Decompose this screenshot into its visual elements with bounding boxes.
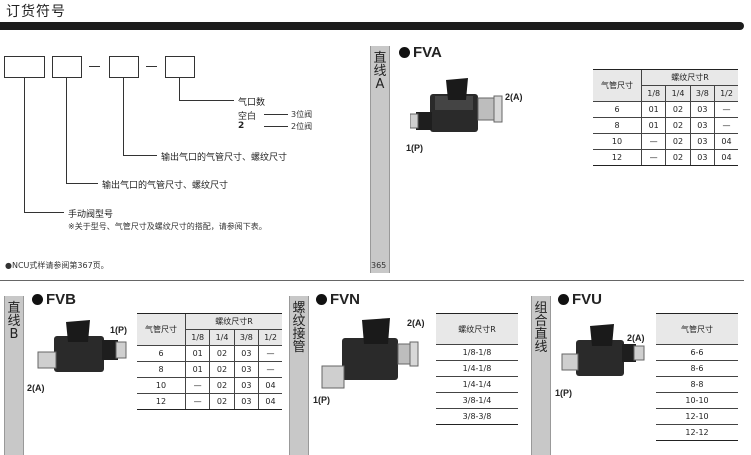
fvb-valve-image — [37, 320, 127, 372]
tab-straight-a: 直 线 A — [370, 46, 390, 273]
table-row: 12-12 — [656, 424, 738, 441]
fvn-title: FVN — [316, 291, 360, 308]
table-row: 10-10 — [656, 392, 738, 409]
label-out-port-2: 输出气口的气管尺寸、螺纹尺寸 — [161, 153, 288, 163]
tab-threaded-fitting: 螺 纹 接 管 — [289, 296, 309, 455]
bullet-icon — [558, 294, 569, 305]
label-ports: 气口数 — [238, 98, 266, 108]
code-box-out1 — [52, 56, 82, 78]
table-row: 1/8-1/8 — [436, 344, 518, 361]
tab-combined-straight: 组 合 直 线 — [531, 296, 551, 455]
fvn-port-2a: 2(A) — [407, 318, 425, 328]
fvu-port-1p: 1(P) — [555, 388, 573, 398]
page-number: 365 — [371, 261, 387, 270]
code-box-out2 — [109, 56, 139, 78]
page-title: 订货符号 — [6, 4, 66, 20]
bullet-icon — [316, 294, 327, 305]
table-row: 12-10 — [656, 408, 738, 425]
tab-straight-b: 直 线 B — [4, 296, 24, 455]
title-bar — [0, 22, 744, 30]
label-out-port-1: 输出气口的气管尺寸、螺纹尺寸 — [102, 181, 229, 191]
fva-port-1p: 1(P) — [406, 143, 424, 153]
table-row: 1/4-1/4 — [436, 376, 518, 393]
label-three-position: 3位阀 — [291, 110, 313, 119]
fvb-port-2a: 2(A) — [27, 383, 45, 393]
diagram-note: ※关于型号、气管尺寸及螺纹尺寸的搭配，请参阅下表。 — [68, 222, 267, 231]
fvb-title: FVB — [32, 291, 76, 308]
fvb-port-1p: 1(P) — [110, 325, 128, 335]
table-row: 8-8 — [656, 376, 738, 393]
label-valve-model: 手动阀型号 — [68, 210, 114, 220]
fva-title: FVA — [399, 44, 442, 61]
code-box-model — [4, 56, 45, 78]
bullet-icon — [399, 47, 410, 58]
code-box-ports — [165, 56, 195, 78]
code-dash-1 — [89, 66, 100, 67]
section-divider — [0, 280, 744, 281]
table-row: 6-6 — [656, 344, 738, 361]
bullet-icon — [32, 294, 43, 305]
fva-valve-image — [410, 78, 503, 132]
fvn-valve-image — [321, 318, 419, 389]
table-row: 1/4-1/8 — [436, 360, 518, 377]
fvu-port-2a: 2(A) — [627, 333, 645, 343]
label-two-key: 2 — [238, 121, 245, 131]
fvu-tube-table: 气管尺寸 6-6 8-6 8-8 10-10 12-10 12-12 — [656, 313, 738, 441]
code-dash-2 — [146, 66, 157, 67]
label-two-position: 2位阀 — [291, 122, 313, 131]
table-row: 3/8-3/8 — [436, 408, 518, 425]
fvu-valve-image — [561, 324, 645, 376]
fvn-port-1p: 1(P) — [313, 395, 331, 405]
fvn-thread-table: 螺纹尺寸R 1/8-1/8 1/4-1/8 1/4-1/4 3/8-1/4 3/… — [436, 313, 518, 425]
fvu-title: FVU — [558, 291, 602, 308]
fva-port-2a: 2(A) — [505, 92, 523, 102]
table-row: 8-6 — [656, 360, 738, 377]
ncu-footnote: ●NCU式样请参阅第367页。 — [5, 261, 109, 270]
table-row: 3/8-1/4 — [436, 392, 518, 409]
label-blank: 空白 — [238, 112, 257, 122]
